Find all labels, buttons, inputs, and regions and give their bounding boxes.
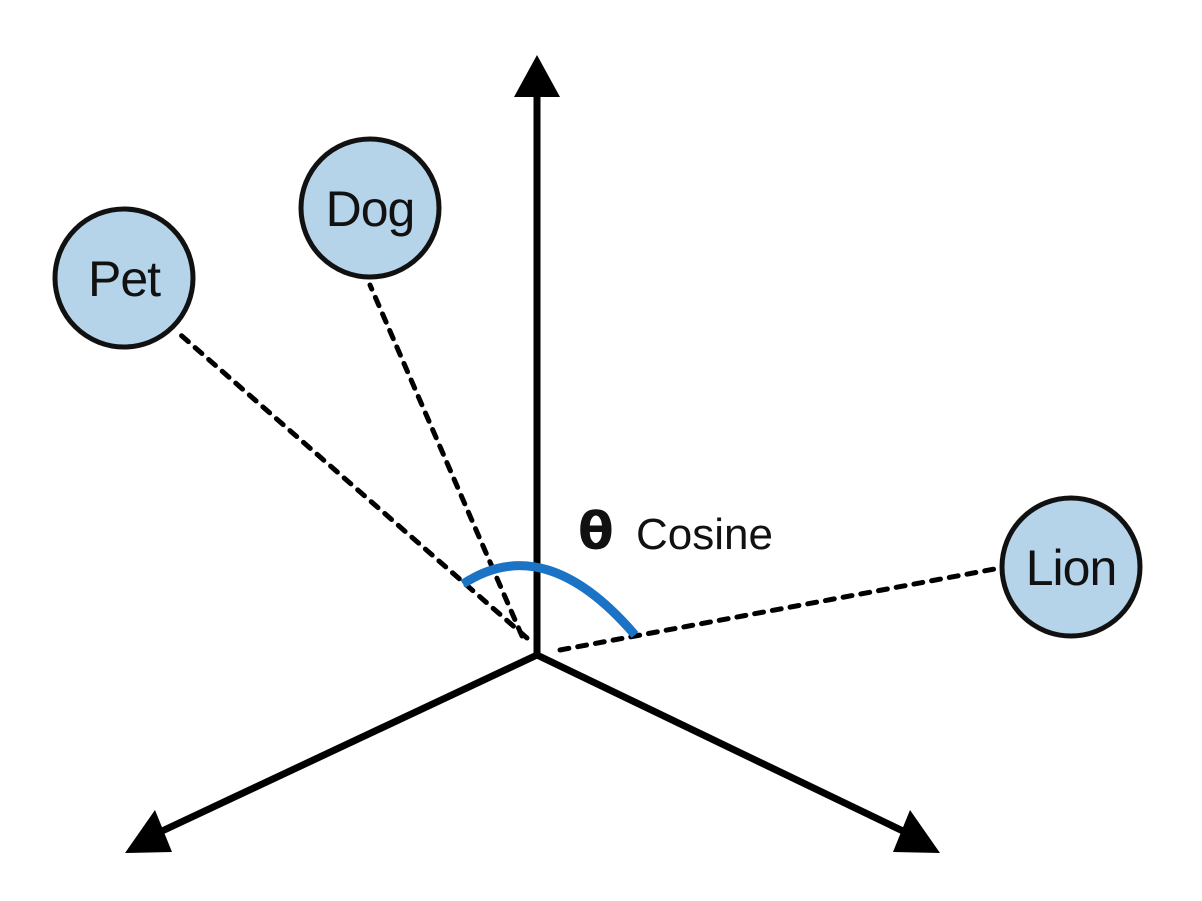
axis-down-right (535, 651, 907, 836)
axes (125, 55, 940, 853)
vector-pet (172, 327, 530, 641)
node-lion: Lion (999, 495, 1143, 639)
node-dog: Dog (298, 136, 442, 280)
axis-down-right-arrowhead (893, 810, 940, 853)
cosine-angle-arc (460, 561, 639, 638)
node-dog-circle (298, 136, 442, 280)
axis-up-arrowhead (514, 55, 560, 97)
node-pet-circle (52, 206, 196, 350)
node-pet-label: Pet (88, 251, 161, 307)
node-pet: Pet (52, 206, 196, 350)
node-lion-label: Lion (1026, 540, 1117, 596)
vector-dog (367, 282, 525, 639)
vector-lion (557, 565, 1003, 653)
axis-down-left (158, 651, 539, 836)
node-lion-circle (999, 495, 1143, 639)
cosine-label: Cosine (636, 510, 773, 559)
theta-symbol: θ (578, 502, 614, 562)
node-dog-label: Dog (326, 181, 415, 237)
axis-down-left-arrowhead (125, 810, 172, 853)
